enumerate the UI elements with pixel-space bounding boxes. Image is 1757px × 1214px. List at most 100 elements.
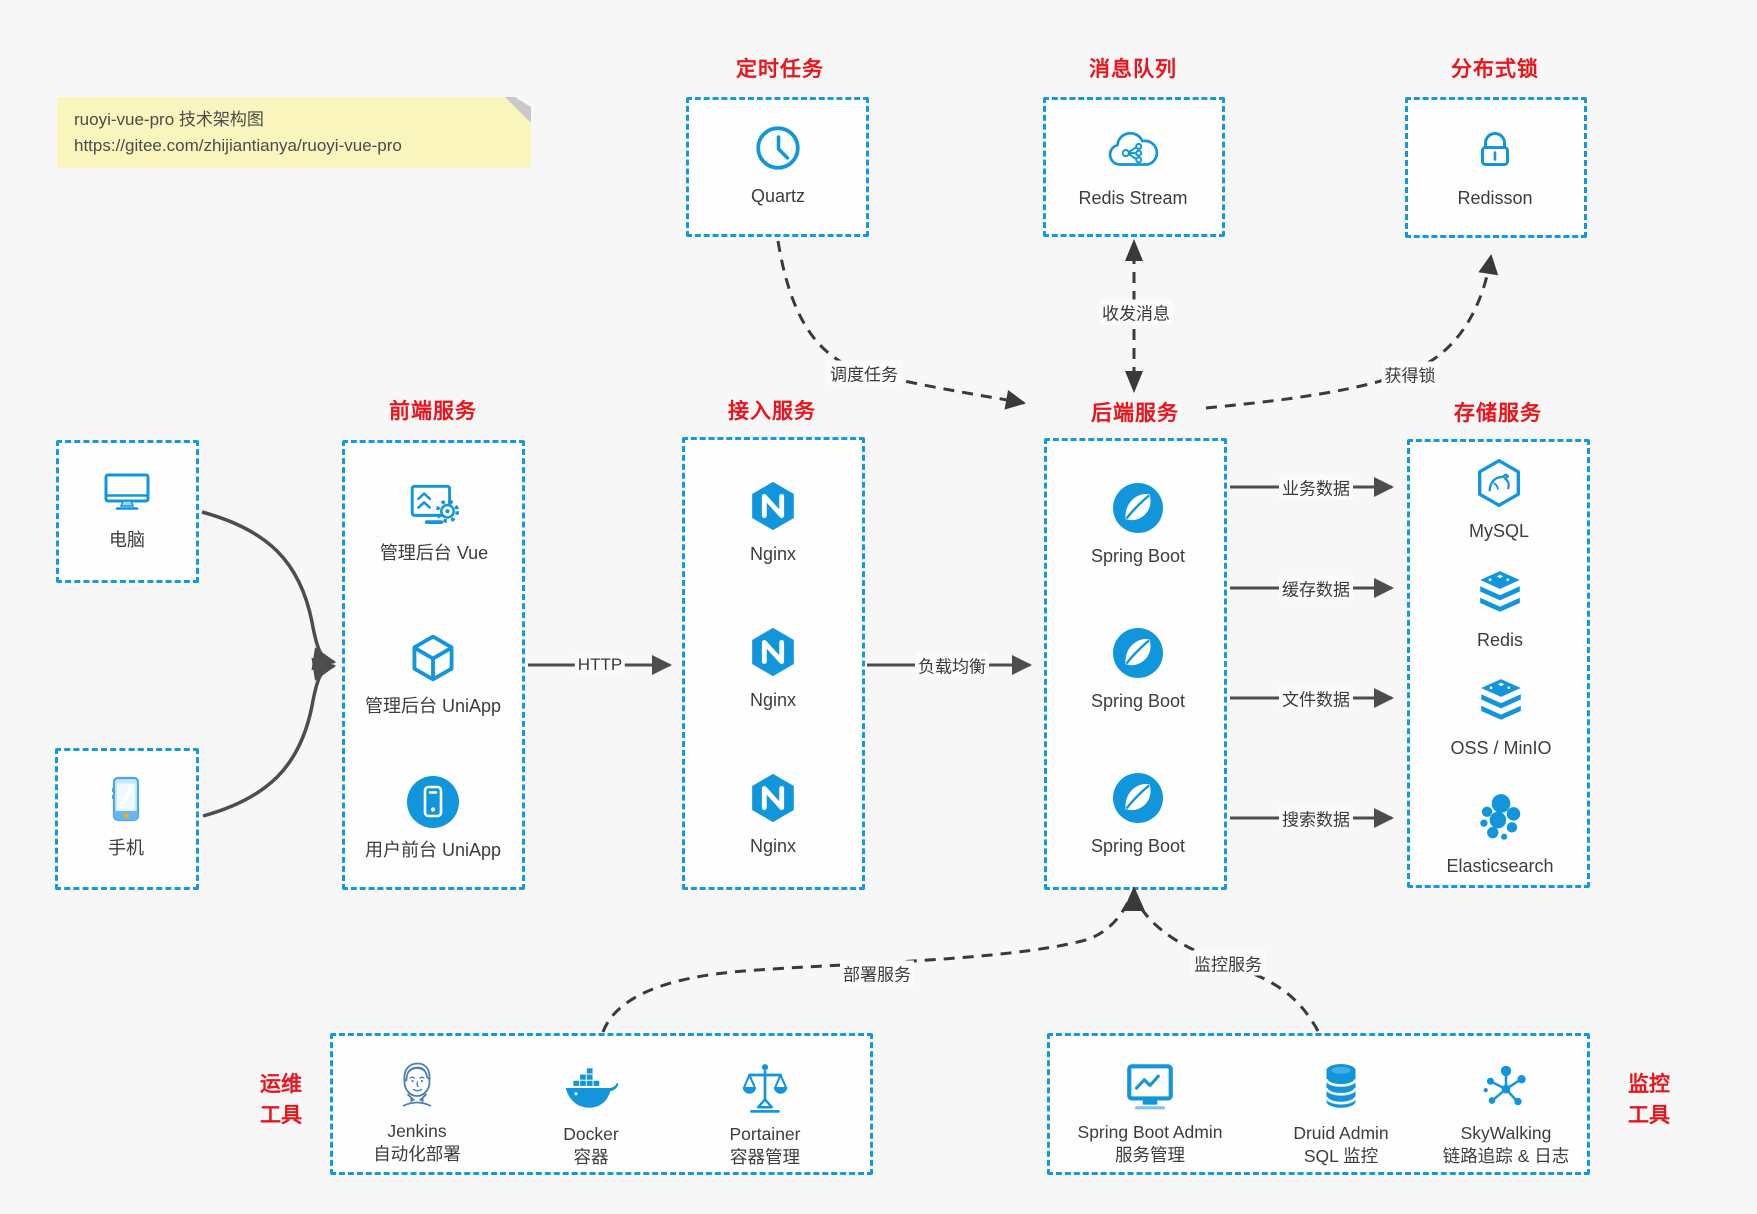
redis-stack-icon (1472, 566, 1528, 618)
edge-message-arrow-up (1125, 239, 1143, 261)
node-docker: Docker 容器 (496, 1061, 686, 1169)
edge-label-load-balance: 负载均衡 (915, 652, 989, 678)
monitor-chart-icon (1122, 1059, 1178, 1113)
desktop-icon (98, 466, 156, 518)
node-nginx-2: Nginx (693, 626, 853, 712)
node-oss-minio: OSS / MinIO (1421, 674, 1581, 760)
client-box-pc (56, 440, 199, 583)
edge-label-message: 收发消息 (1099, 299, 1173, 325)
node-pc: 电脑 (47, 466, 207, 552)
spring-leaf-icon (1111, 772, 1165, 824)
lock-icon (1471, 124, 1519, 176)
nginx-icon (746, 480, 800, 532)
topology-icon (1479, 1060, 1533, 1114)
scales-icon (738, 1061, 792, 1115)
node-elasticsearch: Elasticsearch (1420, 792, 1580, 878)
node-sublabel: 自动化部署 (373, 1144, 461, 1164)
node-redisson: Redisson (1415, 124, 1575, 210)
node-label: Druid Admin (1293, 1123, 1389, 1143)
node-nginx-1: Nginx (693, 480, 853, 566)
node-label: 管理后台 UniApp (364, 696, 502, 716)
node-redis: Redis (1420, 566, 1580, 652)
elasticsearch-cluster-icon (1473, 792, 1527, 844)
edge-pc-to-frontend (201, 510, 337, 671)
node-mysql: MySQL (1419, 457, 1579, 543)
node-spring-boot-admin: Spring Boot Admin 服务管理 (1055, 1059, 1245, 1167)
node-label: Redis (1476, 630, 1524, 650)
node-label: 用户前台 UniApp (364, 840, 502, 860)
title-storage: 存储服务 (1454, 402, 1542, 425)
app-circle-icon (405, 776, 461, 828)
edge-label-http: HTTP (574, 655, 626, 675)
edge-mobile-to-frontend (202, 657, 337, 818)
ops-tools-label: 运维 工具 (260, 1073, 302, 1127)
node-label: Portainer (729, 1124, 801, 1144)
edge-label-cache-data: 缓存数据 (1279, 575, 1353, 601)
node-sublabel: 容器 (573, 1147, 609, 1167)
node-label: SkyWalking (1460, 1123, 1552, 1143)
node-spring-boot-2: Spring Boot (1058, 627, 1218, 713)
edge-label-file-data: 文件数据 (1279, 685, 1353, 711)
node-label: Elasticsearch (1446, 856, 1554, 876)
title-lock: 分布式锁 (1451, 58, 1539, 81)
monitor-tools-label: 监控 工具 (1628, 1073, 1670, 1127)
edge-get-lock (1205, 254, 1499, 410)
node-label: Redisson (1457, 188, 1533, 208)
sticky-note: ruoyi-vue-pro 技术架构图 https://gitee.com/zh… (57, 97, 531, 168)
smartphone-icon (103, 774, 149, 826)
node-label: Jenkins (387, 1121, 447, 1141)
node-label: Spring Boot (1090, 691, 1186, 711)
node-label: Nginx (749, 544, 797, 564)
node-label: Quartz (750, 186, 806, 206)
cloud-stream-icon (1105, 124, 1161, 176)
title-scheduler: 定时任务 (736, 58, 824, 81)
group-box-lock (1405, 97, 1587, 238)
node-portainer: Portainer 容器管理 (670, 1061, 860, 1169)
node-admin-uniapp: 管理后台 UniApp (353, 632, 513, 718)
node-redis-stream: Redis Stream (1053, 124, 1213, 210)
database-icon (1316, 1060, 1366, 1114)
nginx-icon (746, 772, 800, 824)
title-gateway: 接入服务 (728, 400, 816, 423)
node-label: MySQL (1468, 521, 1529, 541)
edge-label-search-data: 搜索数据 (1279, 805, 1353, 831)
node-spring-boot-3: Spring Boot (1058, 772, 1218, 858)
node-label: 电脑 (109, 530, 145, 550)
node-mobile: 手机 (46, 774, 206, 860)
node-sublabel: 容器管理 (730, 1147, 800, 1167)
group-box-monitor (1047, 1033, 1590, 1175)
node-nginx-3: Nginx (693, 772, 853, 858)
node-label: Spring Boot Admin (1077, 1122, 1223, 1142)
node-jenkins: Jenkins 自动化部署 (322, 1058, 512, 1166)
edge-schedule-task (776, 240, 1026, 410)
node-sublabel: SQL 监控 (1303, 1146, 1379, 1166)
node-label: Redis Stream (1078, 188, 1188, 208)
admin-dashboard-icon (406, 479, 462, 531)
node-label: Spring Boot (1090, 546, 1186, 566)
spring-leaf-icon (1111, 482, 1165, 534)
docker-whale-icon (562, 1061, 620, 1115)
node-label: 管理后台 Vue (379, 543, 489, 563)
node-sublabel: 服务管理 (1115, 1145, 1185, 1165)
edge-label-monitor: 监控服务 (1191, 950, 1265, 976)
spring-leaf-icon (1111, 627, 1165, 679)
node-user-uniapp: 用户前台 UniApp (353, 776, 513, 862)
node-spring-boot-1: Spring Boot (1058, 482, 1218, 568)
edge-label-get-lock: 获得锁 (1381, 361, 1439, 387)
node-label: Nginx (749, 690, 797, 710)
node-druid-admin: Druid Admin SQL 监控 (1246, 1060, 1436, 1168)
title-backend: 后端服务 (1091, 402, 1179, 425)
node-admin-vue: 管理后台 Vue (354, 479, 514, 565)
edge-message-arrow-down (1125, 371, 1143, 393)
title-frontend: 前端服务 (389, 400, 477, 423)
node-quartz: Quartz (698, 122, 858, 208)
title-mq: 消息队列 (1089, 58, 1177, 81)
node-skywalking: SkyWalking 链路追踪 & 日志 (1411, 1060, 1601, 1168)
edge-label-deploy: 部署服务 (840, 960, 914, 986)
note-url[interactable]: https://gitee.com/zhijiantianya/ruoyi-vu… (74, 135, 402, 155)
node-label: Nginx (749, 836, 797, 856)
node-label: Spring Boot (1090, 836, 1186, 856)
group-box-mq (1043, 97, 1225, 237)
node-label: Docker (563, 1124, 619, 1144)
